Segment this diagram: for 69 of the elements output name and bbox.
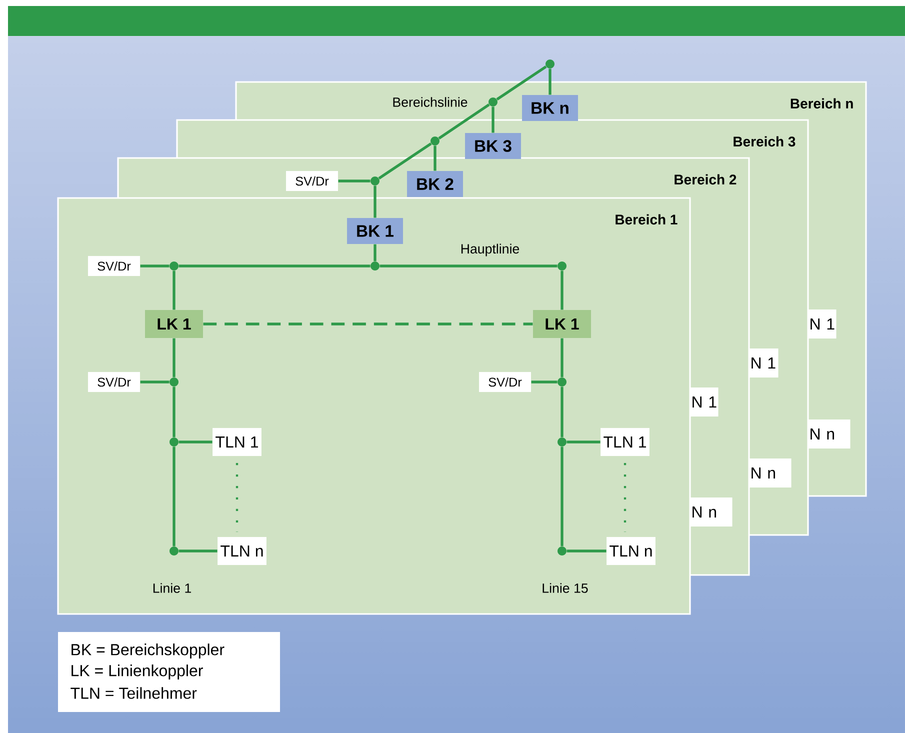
line-label: Bereichslinie <box>393 97 468 107</box>
area-heading: Bereich n <box>790 98 853 109</box>
connector-line <box>374 186 376 218</box>
device-box: N 1 <box>690 388 718 416</box>
junction-dot <box>170 378 178 386</box>
coupler-box: BK n <box>522 95 578 121</box>
junction-dot <box>370 176 380 186</box>
junction-dot <box>170 546 178 556</box>
junction-dot <box>488 98 498 106</box>
connector-line <box>374 244 376 262</box>
connector-line <box>178 264 370 268</box>
coupler-box: BK 1 <box>347 218 403 244</box>
connector-line <box>434 146 436 171</box>
connector-line <box>560 338 564 378</box>
device-box: TLN 1 <box>600 428 650 456</box>
connector-line <box>172 386 176 438</box>
coupler-box: BK 3 <box>465 133 521 159</box>
device-box: TLN 1 <box>212 428 262 456</box>
coupler-box: LK 1 <box>533 310 591 338</box>
device-box: N 1 <box>749 348 778 378</box>
junction-dot <box>170 438 178 446</box>
connector-line <box>560 386 564 438</box>
connector-line <box>531 380 558 384</box>
line-label: Linie 15 <box>542 583 588 593</box>
junction-dot <box>170 262 178 270</box>
line-label: Hauptlinie <box>461 244 520 256</box>
device-box: TLN n <box>218 537 266 565</box>
connector-line <box>496 66 547 100</box>
supply-box: SV/Dr <box>88 372 140 392</box>
connector-line <box>140 380 170 384</box>
connector-line <box>438 104 490 140</box>
connector-line <box>560 270 564 310</box>
connector-line <box>338 180 370 182</box>
junction-dot <box>558 262 566 270</box>
connector-line <box>203 322 533 326</box>
coupler-box: LK 1 <box>145 310 203 338</box>
connector-line <box>492 106 494 133</box>
connector-line <box>566 550 606 552</box>
connector-line <box>566 440 600 444</box>
supply-box: SV/Dr <box>88 256 140 276</box>
connector-line <box>172 270 176 310</box>
connector-line <box>560 446 564 546</box>
junction-dot <box>430 136 440 146</box>
device-box: N n <box>690 498 732 526</box>
line-label: Linie 1 <box>153 583 191 593</box>
supply-box: SV/Dr <box>479 372 531 392</box>
area-heading: Bereich 3 <box>734 136 796 147</box>
connector-line <box>140 264 170 268</box>
connector-line <box>172 446 176 546</box>
abbreviation-key: BK = Bereichskoppler LK = Linienkoppler TLN = Teilnehmer <box>58 632 280 712</box>
coupler-box: BK 2 <box>407 171 463 197</box>
device-box: N n <box>749 458 792 488</box>
connector-line <box>172 338 176 378</box>
supply-box: SV/Dr <box>286 171 338 191</box>
junction-dot <box>370 262 380 270</box>
area-heading: Bereich 1 <box>616 214 678 225</box>
device-box: TLN n <box>606 537 656 565</box>
connector-line <box>380 264 558 268</box>
connector-line <box>178 550 218 552</box>
connector-line <box>178 440 212 444</box>
junction-dot <box>558 378 566 386</box>
junction-dot <box>558 546 566 556</box>
device-box: N n <box>808 420 850 448</box>
connector-line <box>548 68 552 95</box>
device-box: N 1 <box>808 310 836 338</box>
junction-dot <box>558 438 566 446</box>
area-heading: Bereich 2 <box>674 174 736 185</box>
connector-line <box>378 142 432 180</box>
junction-dot <box>546 60 554 68</box>
